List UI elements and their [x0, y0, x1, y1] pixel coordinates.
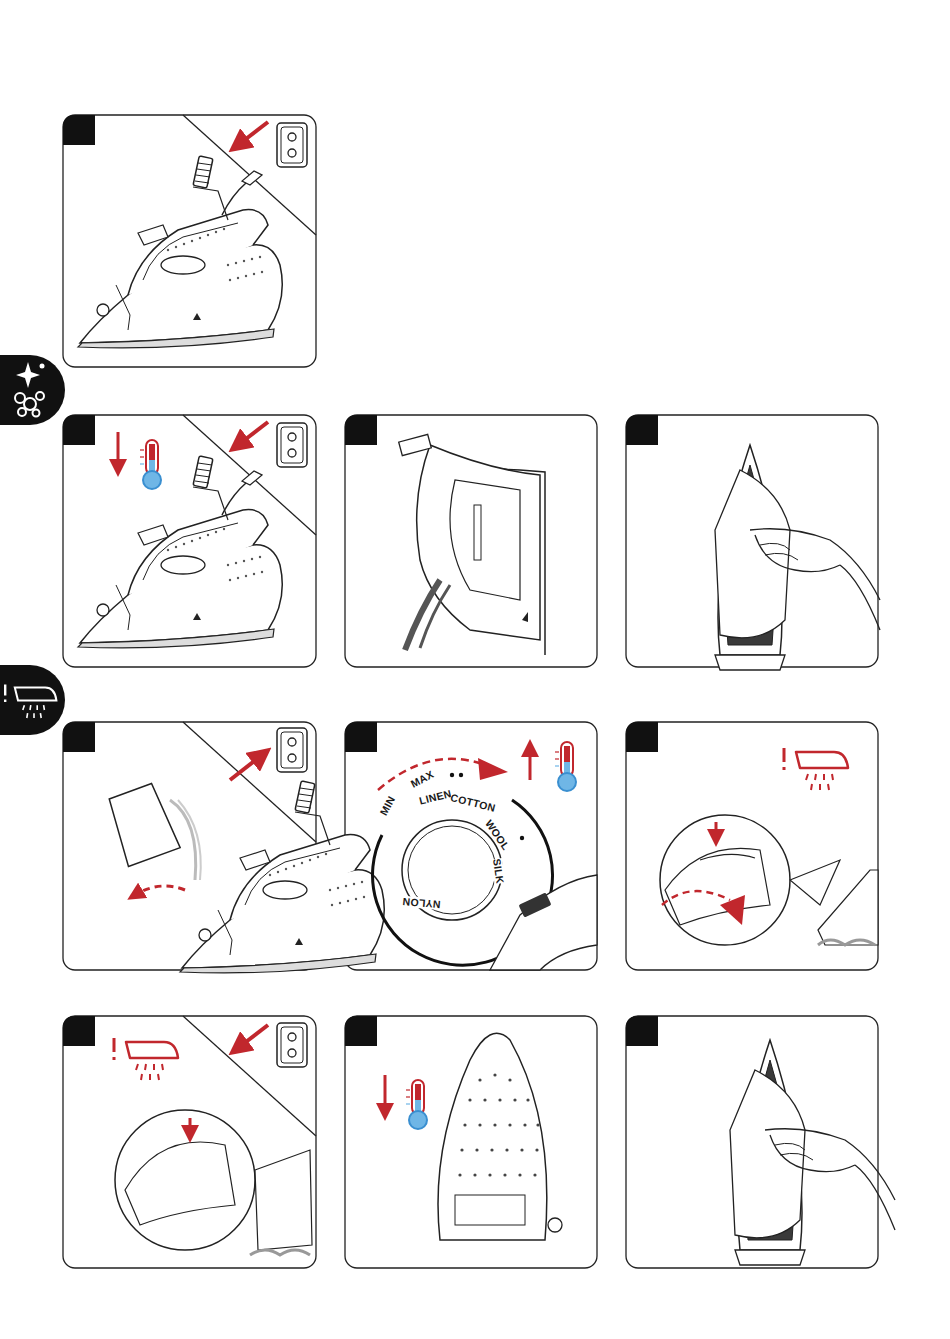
- side-tab: [0, 665, 65, 735]
- dial-setting-label: LINEN: [418, 788, 453, 806]
- panel-steam-unplug: [114, 1016, 316, 1255]
- panel-plug-in: [78, 115, 316, 348]
- panel-wipe-hand: [715, 470, 880, 638]
- panel-wipe-hand: [730, 1070, 895, 1238]
- dial-setting-label: NYLON: [402, 896, 441, 910]
- panel-cool-upright: [385, 1033, 562, 1240]
- dial-setting-label: COTTON: [449, 792, 496, 813]
- panel-cool-unplug: [78, 415, 316, 648]
- panel-upright: [399, 434, 545, 655]
- dial-setting-label: SILK: [492, 858, 506, 884]
- clean-icon: [15, 362, 45, 417]
- step-corners: [63, 115, 658, 1046]
- panel-steam-button: [660, 748, 878, 945]
- side-tab: [0, 355, 65, 425]
- panel-fill: [105, 722, 385, 973]
- panel-dial: [373, 742, 597, 970]
- dial-setting-label: MAX: [409, 769, 435, 790]
- steam-icon: [5, 684, 56, 718]
- dial-setting-label: MIN: [378, 794, 397, 817]
